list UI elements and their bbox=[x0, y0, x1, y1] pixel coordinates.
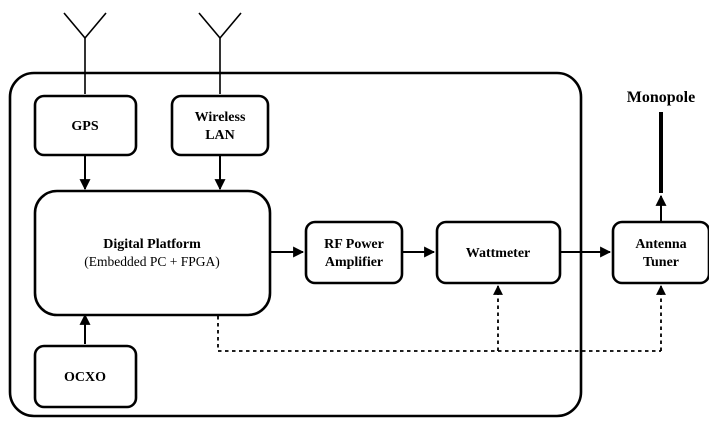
monopole-label: Monopole bbox=[627, 89, 695, 106]
system-enclosure bbox=[8, 71, 583, 418]
antenna-tuner-label-line2: Tuner bbox=[643, 255, 679, 270]
antenna-tuner-block: Antenna Tuner bbox=[611, 220, 709, 285]
antenna-tuner-label-line1: Antenna bbox=[635, 237, 686, 252]
wireless-lan-block: Wireless LAN bbox=[170, 94, 270, 157]
wireless-lan-label-line2: LAN bbox=[205, 128, 235, 143]
gps-antenna-icon bbox=[63, 12, 107, 94]
rf-power-amplifier-label-line2: Amplifier bbox=[325, 255, 383, 270]
ocxo-label: OCXO bbox=[64, 370, 106, 385]
wlan-antenna-icon bbox=[198, 12, 242, 94]
gps-block: GPS bbox=[33, 94, 138, 157]
gps-label: GPS bbox=[71, 119, 98, 134]
digital-platform-block: Digital Platform (Embedded PC + FPGA) bbox=[33, 189, 272, 317]
ocxo-block: OCXO bbox=[33, 344, 138, 409]
rf-power-amplifier-label-line1: RF Power bbox=[324, 237, 384, 252]
wireless-lan-label-line1: Wireless bbox=[195, 110, 246, 125]
digital-platform-title: Digital Platform bbox=[103, 237, 201, 252]
rf-power-amplifier-block: RF Power Amplifier bbox=[304, 220, 404, 285]
control-bus-dashed bbox=[217, 316, 661, 352]
wattmeter-block: Wattmeter bbox=[435, 220, 562, 285]
wattmeter-label: Wattmeter bbox=[466, 246, 531, 261]
digital-platform-subtitle: (Embedded PC + FPGA) bbox=[84, 254, 220, 269]
